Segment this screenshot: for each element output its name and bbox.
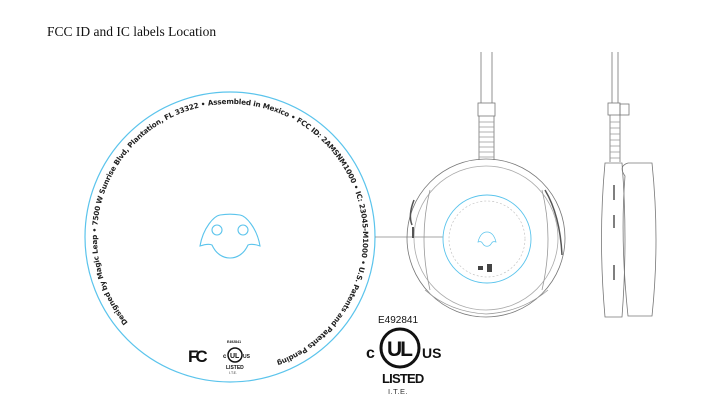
label-ring-textpath: Designed by Magic Leap • 7500 W Sunrise … [90, 97, 370, 368]
ul-ite-text: I.T.E. [388, 387, 408, 396]
mini-fcc-logo-icon [478, 266, 483, 270]
small-ul-c: c [223, 354, 227, 360]
small-ul-text: UL [230, 353, 240, 360]
ul-c-text: c [366, 345, 375, 362]
magic-leap-logo-icon [199, 213, 261, 259]
ul-file-number: E492841 [378, 315, 418, 326]
ul-listed-mark: E492841 UL c US LISTED I.T.E. [366, 315, 441, 396]
label-detail: Designed by Magic Leap • 7500 W Sunrise … [84, 91, 376, 383]
ul-us-text: US [422, 345, 441, 361]
small-ul-listed: LISTED [226, 365, 244, 371]
small-ul-ite: I.T.E. [229, 371, 237, 375]
label-outline [84, 91, 376, 383]
device-front-view [406, 52, 566, 318]
device-side-view [601, 52, 657, 318]
fcc-logo: FC [188, 347, 207, 366]
small-ul-file-no: E492841 [227, 340, 241, 344]
label-ring-text: Designed by Magic Leap • 7500 W Sunrise … [90, 97, 370, 368]
mini-ul-logo-icon [487, 264, 492, 272]
small-ul-us: US [243, 354, 251, 360]
small-ul-mark: E492841 UL c US LISTED I.T.E. [223, 340, 251, 375]
ul-listed-text: LISTED [382, 371, 424, 386]
mini-magic-leap-logo-icon [477, 231, 497, 247]
ul-text: UL [387, 338, 413, 361]
page-title: FCC ID and IC labels Location [47, 24, 217, 39]
